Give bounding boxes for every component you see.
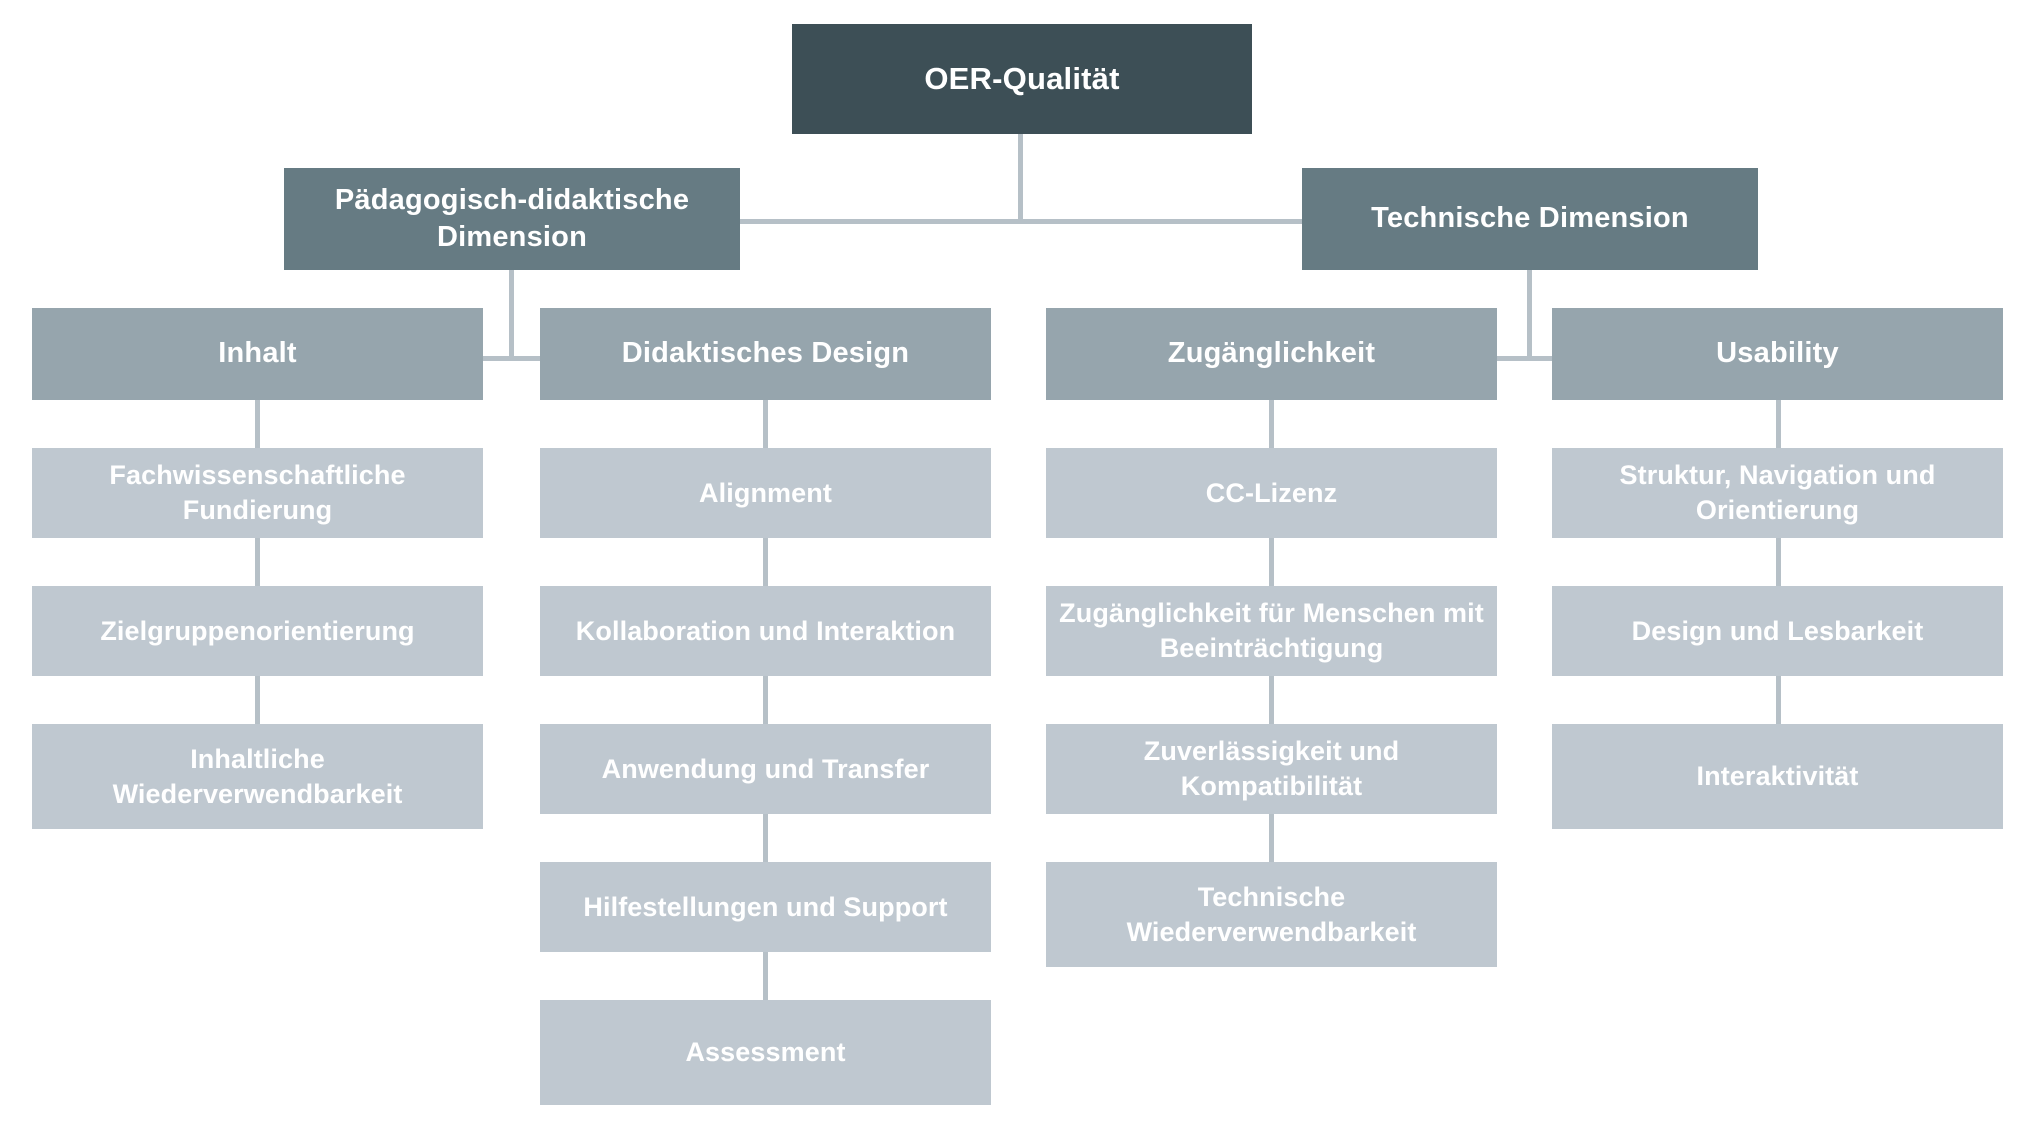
connector-dim1-horizontal xyxy=(483,356,541,361)
node-criterion-label: Struktur, Navigation und Orientierung xyxy=(1619,460,1936,525)
connector-root-horizontal xyxy=(740,219,1303,224)
node-criterion-technische-wiederverwendbarkeit[interactable]: Technische Wiederverwendbarkeit xyxy=(1046,862,1497,967)
node-criterion-label: Zugänglichkeit für Menschen mit Beeinträ… xyxy=(1059,598,1484,663)
node-criterion-label: Anwendung und Transfer xyxy=(601,753,930,784)
node-root-label: OER-Qualität xyxy=(924,61,1120,97)
node-criterion-zielgruppenorientierung[interactable]: Zielgruppenorientierung xyxy=(32,586,483,676)
node-criterion-label: Design und Lesbarkeit xyxy=(1631,615,1924,646)
node-criterion-anwendung-und-transfer[interactable]: Anwendung und Transfer xyxy=(540,724,991,814)
node-category-4-label: Usability xyxy=(1716,337,1839,370)
node-criterion-label: Fachwissenschaftliche Fundierung xyxy=(109,460,406,525)
node-criterion-label: Technische Wiederverwendbarkeit xyxy=(1126,881,1417,947)
node-criterion-assessment[interactable]: Assessment xyxy=(540,1000,991,1105)
node-root-oer-qualitaet[interactable]: OER-Qualität xyxy=(792,24,1252,134)
node-criterion-label: Hilfestellungen und Support xyxy=(583,891,948,922)
node-criterion-inhaltliche-wiederverwendbarkeit[interactable]: Inhaltliche Wiederverwendbarkeit xyxy=(32,724,483,829)
connector-col3-spine xyxy=(1269,400,1274,967)
node-criterion-label: CC-Lizenz xyxy=(1205,477,1338,508)
node-criterion-interaktivitaet[interactable]: Interaktivität xyxy=(1552,724,2003,829)
node-category-inhalt[interactable]: Inhalt xyxy=(32,308,483,400)
connector-dim2-vertical xyxy=(1527,270,1532,360)
node-criterion-zuverlaessigkeit-und-kompatibilitaet[interactable]: Zuverlässigkeit und Kompatibilität xyxy=(1046,724,1497,814)
node-dimension-technische[interactable]: Technische Dimension xyxy=(1302,168,1758,270)
connector-root-vertical xyxy=(1018,134,1023,222)
node-criterion-hilfestellungen-und-support[interactable]: Hilfestellungen und Support xyxy=(540,862,991,952)
node-criterion-cc-lizenz[interactable]: CC-Lizenz xyxy=(1046,448,1497,538)
node-criterion-label: Assessment xyxy=(685,1037,846,1068)
node-criterion-label: Kollaboration und Interaktion xyxy=(575,615,956,646)
connector-dim1-vertical xyxy=(509,270,514,360)
node-category-3-label: Zugänglichkeit xyxy=(1167,337,1376,370)
node-criterion-alignment[interactable]: Alignment xyxy=(540,448,991,538)
node-criterion-struktur-navigation-und-orientierung[interactable]: Struktur, Navigation und Orientierung xyxy=(1552,448,2003,538)
node-criterion-kollaboration-und-interaktion[interactable]: Kollaboration und Interaktion xyxy=(540,586,991,676)
node-criterion-fachwissenschaftliche-fundierung[interactable]: Fachwissenschaftliche Fundierung xyxy=(32,448,483,538)
node-dimension-2-label: Technische Dimension xyxy=(1371,202,1689,235)
node-criterion-zugaenglichkeit-fuer-menschen-mit-beeintraechtigung[interactable]: Zugänglichkeit für Menschen mit Beeinträ… xyxy=(1046,586,1497,676)
node-criterion-label: Zuverlässigkeit und Kompatibilität xyxy=(1143,736,1400,801)
node-category-usability[interactable]: Usability xyxy=(1552,308,2003,400)
connector-dim2-horizontal xyxy=(1497,356,1555,361)
node-category-didaktisches-design[interactable]: Didaktisches Design xyxy=(540,308,991,400)
node-criterion-label: Zielgruppenorientierung xyxy=(100,615,415,646)
node-criterion-label: Inhaltliche Wiederverwendbarkeit xyxy=(112,743,403,809)
node-category-2-label: Didaktisches Design xyxy=(621,337,910,370)
node-criterion-design-und-lesbarkeit[interactable]: Design und Lesbarkeit xyxy=(1552,586,2003,676)
node-dimension-paedagogisch-didaktisch[interactable]: Pädagogisch-didaktische Dimension xyxy=(284,168,740,270)
node-category-1-label: Inhalt xyxy=(218,337,297,370)
node-category-zugaenglichkeit[interactable]: Zugänglichkeit xyxy=(1046,308,1497,400)
node-criterion-label: Alignment xyxy=(699,477,832,508)
node-dimension-1-label: Pädagogisch-didaktische Dimension xyxy=(334,183,690,253)
node-criterion-label: Interaktivität xyxy=(1696,761,1859,792)
